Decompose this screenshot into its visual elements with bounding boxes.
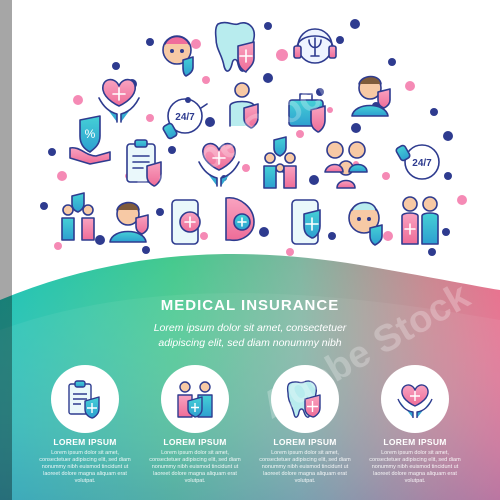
tooth-shield-icon — [214, 21, 256, 73]
feature-card: LOREM IPSUM Lorem ipsum dolor sit amet, … — [255, 365, 355, 485]
clipboard-shield-icon — [126, 139, 162, 187]
family-shield-icon — [61, 192, 95, 241]
feature-label: LOREM IPSUM — [163, 437, 227, 447]
decorative-dot — [205, 117, 215, 127]
decorative-dot — [259, 227, 269, 237]
decorative-dot — [336, 36, 344, 44]
feature-icon-circle — [51, 365, 119, 433]
man-shield-icon — [351, 75, 391, 117]
decorative-dot — [405, 81, 415, 91]
hands-heart-icon — [198, 142, 240, 187]
feature-text: Lorem ipsum dolor sit amet, consectetuer… — [259, 450, 351, 484]
baby-shield-icon — [162, 35, 194, 77]
dots — [40, 19, 467, 256]
baby-shield-icon — [348, 201, 383, 246]
decorative-dot — [54, 242, 62, 250]
decorative-dot — [276, 49, 288, 61]
decorative-dot — [73, 95, 83, 105]
decorative-dot — [316, 88, 324, 96]
feature-text: Lorem ipsum dolor sit amet, consectetuer… — [39, 450, 131, 484]
phone-shield-icon — [291, 199, 321, 245]
feature-text: Lorem ipsum dolor sit amet, consectetuer… — [369, 450, 461, 484]
decorative-dot — [430, 108, 438, 116]
tooth-shield-icon — [286, 380, 321, 418]
decorative-dot — [286, 248, 294, 256]
decorative-dot — [351, 123, 361, 133]
feature-icon-circle — [381, 365, 449, 433]
decorative-dot — [242, 164, 250, 172]
decorative-dot — [443, 131, 453, 141]
feature-label: LOREM IPSUM — [273, 437, 337, 447]
decorative-dot — [444, 172, 452, 180]
decorative-dot — [263, 73, 273, 83]
concept-icons: 24/7 % — [61, 21, 440, 246]
decorative-dot — [428, 248, 436, 256]
feature-icon-circle — [271, 365, 339, 433]
feature-card: LOREM IPSUM Lorem ipsum dolor sit amet, … — [365, 365, 465, 485]
family-group-icon — [324, 141, 368, 189]
decorative-dot — [200, 232, 208, 240]
24-7-phone-icon: 24/7 — [162, 98, 208, 140]
svg-text:24/7: 24/7 — [175, 112, 195, 123]
man-shield-icon — [109, 201, 149, 243]
family-shield-icon — [177, 381, 213, 418]
decorative-dot — [202, 76, 210, 84]
decorative-dot — [327, 107, 333, 113]
hand-shield-percent-icon: % — [69, 115, 111, 165]
decorative-dot — [382, 172, 390, 180]
decorative-dot — [48, 148, 56, 156]
family-shield-icon — [263, 136, 297, 189]
phone-chat-icon — [171, 199, 201, 245]
decorative-dot — [168, 146, 176, 154]
decorative-dot — [388, 58, 396, 66]
24-7-phone-icon: 24/7 — [395, 144, 440, 180]
decorative-dot — [142, 246, 150, 254]
decorative-dot — [40, 202, 48, 210]
feature-card: LOREM IPSUM Lorem ipsum dolor sit amet, … — [35, 365, 135, 485]
decorative-dot — [146, 38, 154, 46]
decorative-dot — [264, 22, 272, 30]
decorative-dot — [350, 19, 360, 29]
decorative-dot — [457, 195, 467, 205]
page-title: MEDICAL INSURANCE — [160, 297, 340, 314]
svg-text:%: % — [85, 127, 96, 141]
doctor-icon — [229, 82, 259, 129]
decorative-dot — [309, 175, 319, 185]
feature-icon-circle — [161, 365, 229, 433]
hands-heart-icon — [397, 384, 433, 418]
pregnant-icon — [225, 197, 255, 242]
decorative-dot — [156, 208, 164, 216]
decorative-dot — [57, 171, 67, 181]
elderly-couple-icon — [401, 196, 439, 245]
clipboard-shield-icon — [68, 380, 100, 419]
decorative-dot — [442, 228, 450, 236]
decorative-dot — [191, 39, 201, 49]
psychology-headset-icon — [293, 28, 337, 64]
decorative-dot — [328, 232, 336, 240]
decorative-dot — [112, 62, 120, 70]
subtitle-line-2: adipiscing elit, sed diam nonummy nibh — [158, 337, 342, 349]
svg-text:24/7: 24/7 — [412, 158, 432, 169]
subtitle-line-1: Lorem ipsum dolor sit amet, consectetuer — [153, 322, 347, 334]
background-band-shade — [0, 254, 500, 500]
decorative-dot — [383, 231, 393, 241]
feature-label: LOREM IPSUM — [383, 437, 447, 447]
feature-label: LOREM IPSUM — [53, 437, 117, 447]
decorative-dot — [146, 114, 154, 122]
hands-heart-icon — [98, 78, 140, 123]
feature-text: Lorem ipsum dolor sit amet, consectetuer… — [149, 450, 241, 484]
band-wave — [0, 293, 500, 500]
briefcase-shield-icon — [288, 93, 326, 133]
decorative-dot — [296, 130, 304, 138]
decorative-dot — [95, 235, 105, 245]
feature-card: LOREM IPSUM Lorem ipsum dolor sit amet, … — [145, 365, 245, 485]
